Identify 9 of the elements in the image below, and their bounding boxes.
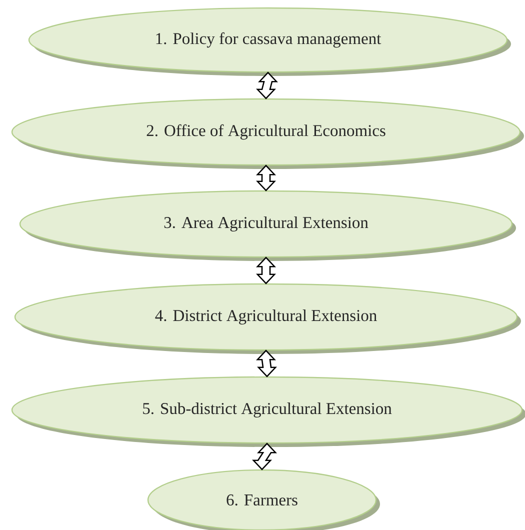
double-arrow [256, 164, 276, 192]
double-arrow [256, 256, 276, 284]
ellipse-node: 6. Farmers [147, 469, 380, 530]
ellipse-node: 1. Policy for cassava management [28, 7, 511, 76]
ellipse-node: 5. Sub-district Agricultural Extension [11, 376, 525, 447]
double-arrow [256, 350, 277, 378]
ellipse-node: 3. Area Agricultural Extension [19, 190, 516, 261]
ellipse-node: 2. Office of Agricultural Economics [11, 98, 524, 169]
ellipse-node: 4. District Agricultural Extension [14, 283, 521, 354]
